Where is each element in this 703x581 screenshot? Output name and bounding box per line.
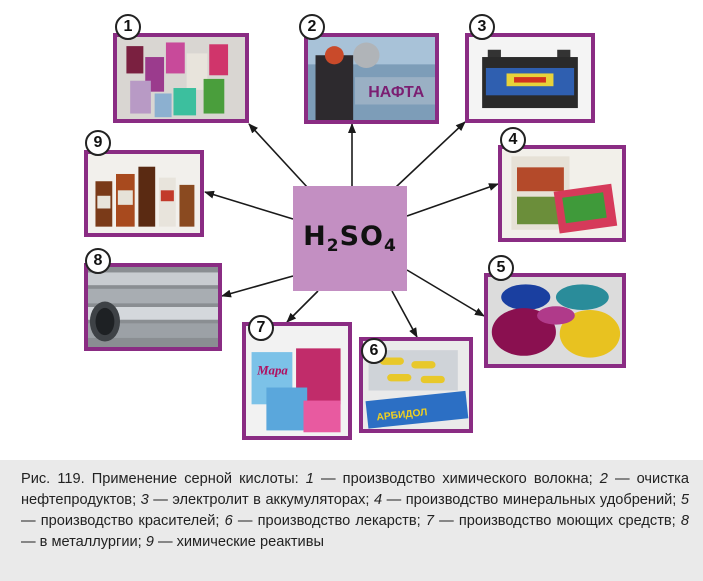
medicine-pills-photo: АРБИДОЛ	[359, 337, 473, 433]
item-number-7: 7	[248, 315, 274, 341]
dye-bowls-photo	[484, 273, 626, 368]
sulfuric-acid-diagram: H2SO4 1 НАФТА 2	[84, 14, 626, 440]
yarn-spools-photo	[113, 33, 249, 123]
item-number-1: 1	[115, 14, 141, 40]
arrow-to-5	[406, 269, 485, 317]
item-number-3: 3	[469, 14, 495, 40]
figure-caption: Рис. 119. Применение серной кислоты: 1 —…	[0, 460, 703, 581]
arrows-layer	[204, 121, 499, 338]
h2so4-center-box: H2SO4	[293, 186, 407, 291]
h2so4-formula: H2SO4	[303, 221, 397, 256]
oil-refinery-worker-photo: НАФТА	[304, 33, 439, 124]
item-number-8: 8	[85, 248, 111, 274]
arrow-to-1	[248, 123, 309, 189]
photo-label-mara: Мара	[256, 362, 288, 377]
photo-label-nafta: НАФТА	[368, 84, 424, 101]
caption-text: Рис. 119. Применение серной кислоты: 1 —…	[21, 471, 689, 550]
arrow-to-9	[204, 190, 294, 220]
photo-label-arbidol: АРБИДОЛ	[376, 407, 428, 423]
arrow-to-7	[286, 290, 319, 323]
arrow-to-3	[395, 121, 466, 188]
item-number-9: 9	[85, 130, 111, 156]
car-battery-photo	[465, 33, 595, 123]
item-number-6: 6	[361, 338, 387, 364]
detergent-boxes-photo: Мара	[242, 322, 352, 440]
item-number-4: 4	[500, 127, 526, 153]
arrow-to-8	[221, 275, 294, 298]
arrow-to-4	[406, 183, 499, 217]
metal-pipes-photo	[84, 263, 222, 351]
item-number-5: 5	[488, 255, 514, 281]
arrow-to-6	[391, 290, 418, 338]
chemical-reagent-bottles-photo	[84, 150, 204, 237]
fertilizer-bags-photo	[498, 145, 626, 242]
item-number-2: 2	[299, 14, 325, 40]
